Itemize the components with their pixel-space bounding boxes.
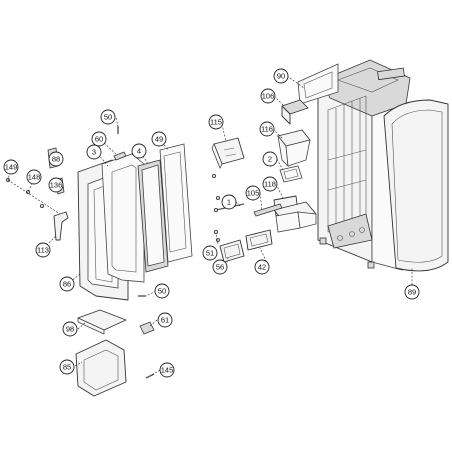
svg-text:89: 89 (408, 288, 416, 297)
plate-56 (219, 239, 245, 263)
svg-text:90: 90 (277, 72, 285, 81)
callout-148: 148 (26, 169, 42, 185)
svg-text:106: 106 (262, 92, 275, 101)
clip-60 (113, 151, 127, 161)
rod-105 (253, 203, 283, 217)
svg-text:61: 61 (161, 316, 169, 325)
svg-text:42: 42 (258, 263, 266, 272)
callout-85: 85 (59, 359, 75, 375)
basket-2 (279, 165, 303, 183)
callout-2: 2 (262, 151, 278, 167)
callout-61: 61 (157, 312, 173, 328)
callout-105: 105 (245, 185, 261, 201)
svg-text:85: 85 (63, 363, 71, 372)
latch-61 (139, 321, 155, 335)
callout-90: 90 (273, 68, 289, 84)
callout-49: 49 (151, 131, 167, 147)
svg-text:1: 1 (227, 198, 231, 207)
callout-4: 4 (131, 143, 147, 159)
hopper-lid-106 (281, 99, 309, 125)
svg-text:56: 56 (216, 263, 224, 272)
svg-text:88: 88 (52, 155, 60, 164)
callout-115: 115 (208, 114, 224, 130)
tank-118 (273, 195, 317, 233)
grille-98 (77, 309, 127, 335)
leader-lines (7, 75, 413, 376)
drawer-front-85 (75, 339, 127, 397)
callout-88: 88 (48, 151, 64, 167)
svg-text:49: 49 (155, 135, 163, 144)
svg-text:148: 148 (28, 173, 41, 182)
callout-145: 145 (159, 362, 175, 378)
callout-3: 3 (86, 144, 102, 160)
svg-text:113: 113 (37, 246, 49, 255)
panel-42 (245, 229, 273, 251)
gasket-3 (101, 153, 145, 283)
svg-text:3: 3 (92, 148, 96, 157)
screws-group (211, 173, 220, 242)
callout-113: 113 (35, 242, 51, 258)
svg-text:50: 50 (104, 113, 112, 122)
callout-98: 98 (62, 321, 78, 337)
panel-49 (159, 143, 193, 263)
callout-60: 60 (91, 131, 107, 147)
glass-4 (137, 159, 169, 273)
callout-136: 136 (48, 177, 64, 193)
svg-text:86: 86 (63, 280, 71, 289)
callout-56: 56 (212, 259, 228, 275)
svg-text:115: 115 (210, 118, 222, 127)
callout-86: 86 (59, 276, 75, 292)
svg-text:2: 2 (268, 155, 272, 164)
callout-50-bottom: 50 (154, 283, 170, 299)
callout-51: 51 (202, 245, 218, 261)
hopper-116 (277, 129, 311, 168)
callout-116: 116 (259, 121, 275, 137)
svg-text:4: 4 (137, 147, 141, 156)
callout-118: 118 (262, 176, 278, 192)
back-panel-90 (297, 63, 339, 105)
callout-42: 42 (254, 259, 270, 275)
callout-106: 106 (260, 88, 276, 104)
svg-text:118: 118 (264, 180, 276, 189)
callout-89: 89 (404, 284, 420, 300)
callout-149: 149 (3, 159, 19, 175)
handle-113 (53, 211, 69, 241)
svg-text:50: 50 (158, 287, 166, 296)
side-panel-89 (383, 99, 449, 272)
svg-text:149: 149 (5, 163, 18, 172)
svg-text:116: 116 (261, 125, 273, 134)
svg-text:98: 98 (66, 325, 74, 334)
svg-text:105: 105 (247, 189, 260, 198)
callout-50-top: 50 (100, 109, 116, 125)
svg-text:60: 60 (95, 135, 103, 144)
svg-text:51: 51 (206, 249, 214, 258)
bracket-115 (211, 137, 245, 169)
callout-1: 1 (221, 194, 237, 210)
svg-text:145: 145 (161, 366, 174, 375)
svg-text:136: 136 (50, 181, 63, 190)
